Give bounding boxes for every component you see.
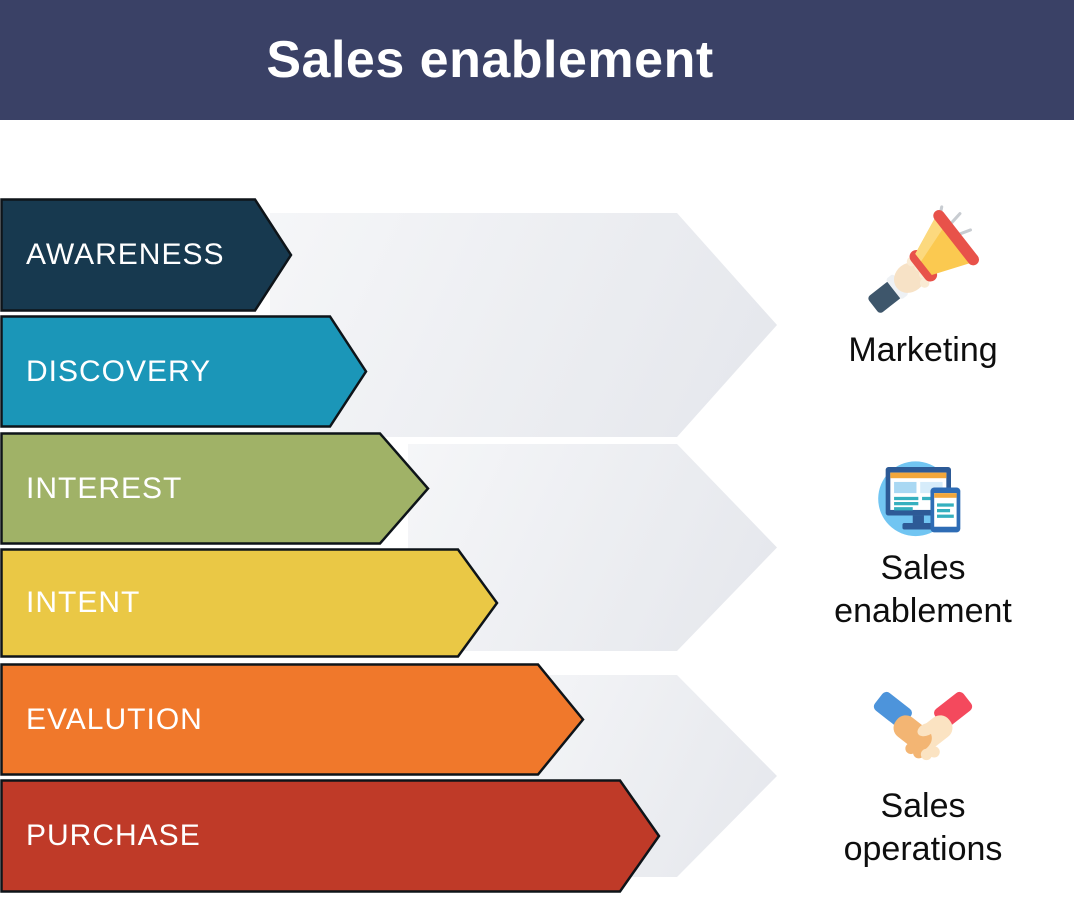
team-label-sales-operations: Sales operations — [843, 787, 1003, 868]
stage-label-discovery: DISCOVERY — [26, 354, 212, 388]
funnel-stage-interest: INTEREST — [0, 432, 430, 545]
team-label-sales-enablement: Sales enablement — [834, 549, 1012, 630]
stage-label-intent: INTENT — [26, 586, 141, 619]
stage-arrow-shape — [0, 779, 661, 893]
team-sales-enablement: Sales enablement — [803, 452, 1043, 633]
handshake-icon — [871, 690, 975, 781]
funnel-stage-discovery: DISCOVERY — [0, 315, 368, 428]
header-title-wrap: Sales enablement — [0, 0, 980, 120]
team-label-marketing: Marketing — [848, 331, 998, 369]
stage-label-purchase: PURCHASE — [26, 819, 201, 852]
stage-arrow-shape — [0, 432, 430, 545]
stage-arrow-shape — [0, 315, 368, 428]
funnel-stage-purchase: PURCHASE — [0, 779, 661, 893]
stage-arrow-shape — [0, 663, 585, 776]
stage-label-interest: INTEREST — [26, 471, 183, 505]
funnel-stage-evalution: EVALUTION — [0, 663, 585, 776]
team-sales-operations: Sales operations — [803, 690, 1043, 871]
team-marketing: Marketing — [803, 205, 1043, 372]
stage-label-awareness: AWARENESS — [26, 238, 225, 271]
funnel-stage-intent: INTENT — [0, 548, 499, 658]
stage-arrow-shape — [0, 548, 499, 658]
devices-icon — [867, 452, 979, 543]
flow-arrow-background-top — [270, 213, 777, 437]
header-bar: Sales enablement — [0, 0, 1074, 120]
megaphone-icon — [866, 205, 981, 325]
page-title: Sales enablement — [266, 31, 714, 89]
stage-label-evalution: EVALUTION — [26, 702, 203, 736]
stage-arrow-shape — [0, 198, 293, 312]
funnel-stage-awareness: AWARENESS — [0, 198, 293, 312]
